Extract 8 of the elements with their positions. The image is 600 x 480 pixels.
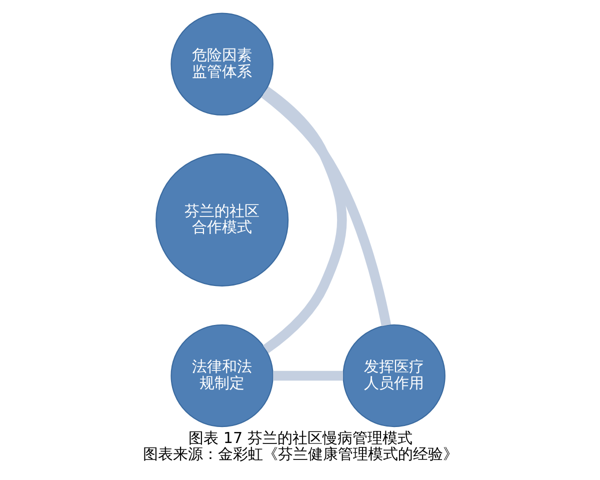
node-circle: 法律和法规制定 (170, 324, 273, 427)
node-circle: 发挥医疗人员作用 (342, 324, 445, 427)
caption: 图表来源：金彩虹《芬兰健康管理模式的经验》 (142, 444, 458, 463)
node-circle: 危险因素监管体系 (170, 12, 273, 116)
connector (272, 370, 343, 380)
node-circle: 芬兰的社区合作模式 (155, 152, 288, 286)
connector (262, 86, 346, 353)
diagram-title: 图表 17 芬兰的社区慢病管理模式 (188, 428, 412, 447)
